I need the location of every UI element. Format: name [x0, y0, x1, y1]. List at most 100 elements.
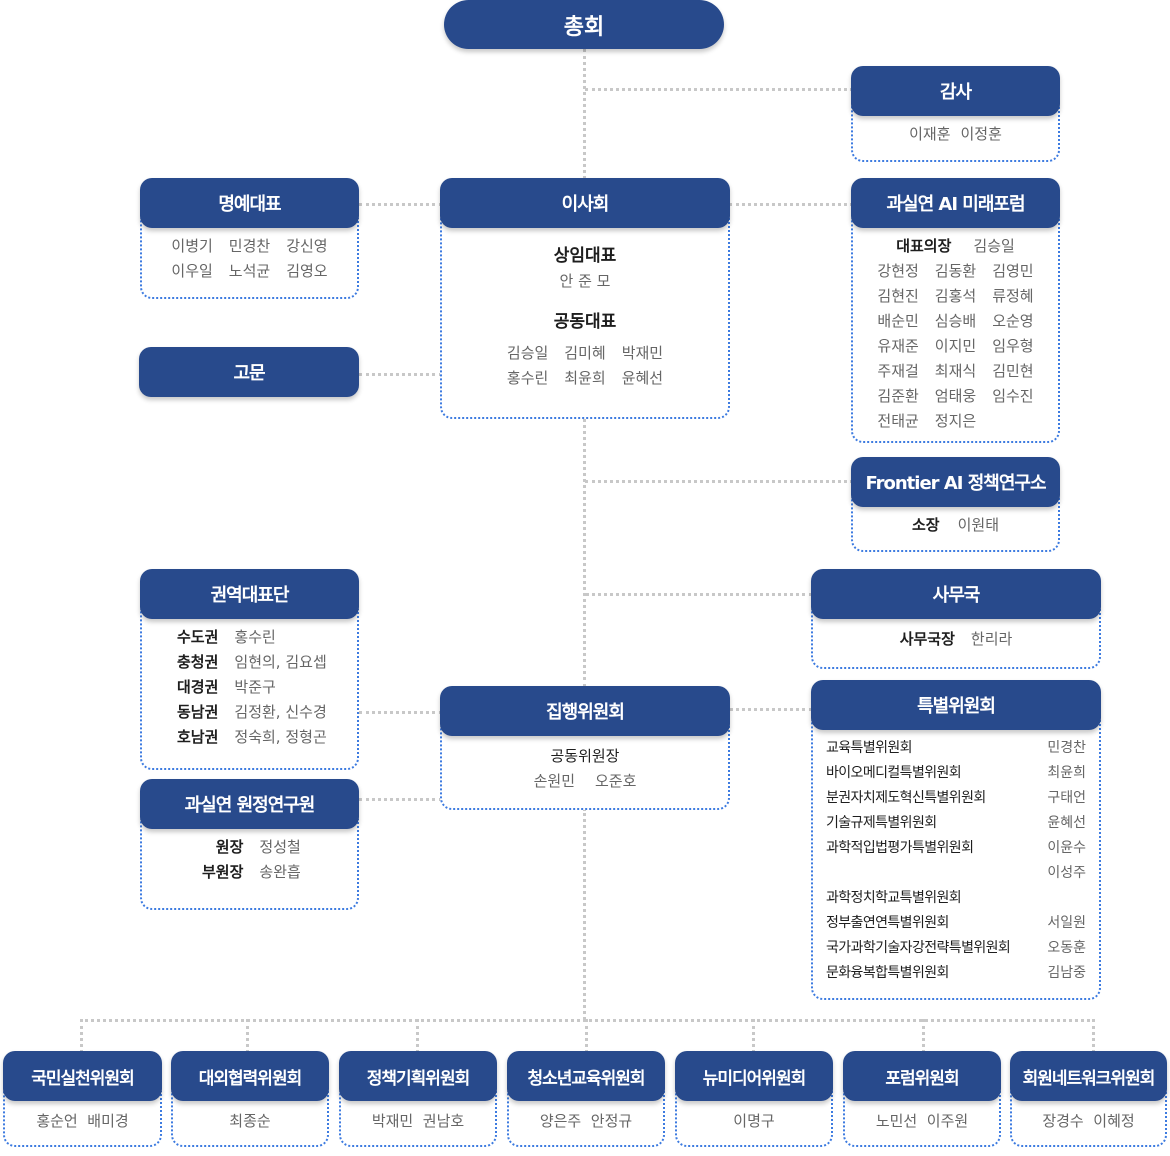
special-committee-chair: 이성주	[1047, 865, 1086, 881]
audit-title: 감사	[851, 66, 1060, 116]
region-label: 충청권	[177, 653, 219, 671]
connector-main	[583, 418, 586, 688]
forum-member: 류정혜	[992, 287, 1034, 305]
committee-title: 정책기획위원회	[339, 1051, 497, 1101]
committee-box: 박재민 권남호 정책기획위원회	[339, 1051, 497, 1147]
joint-rep-member: 홍수린	[506, 369, 549, 387]
special-committee-chair: 윤혜선	[1047, 815, 1086, 831]
committee-box: 홍순언 배미경 국민실천위원회	[3, 1051, 162, 1147]
connector-frontier	[585, 480, 853, 483]
forum-member: 주재걸	[877, 362, 919, 380]
forum-member: 배순민	[877, 312, 919, 330]
connector-audit	[585, 88, 853, 91]
connector-committee-3	[416, 1019, 419, 1053]
connector-committee-2	[246, 1019, 249, 1053]
forum-member: 엄태웅	[934, 387, 977, 405]
joint-rep-member: 최윤희	[564, 369, 606, 387]
forum-member: 심승배	[934, 312, 977, 330]
forum-member: 오순영	[992, 312, 1034, 330]
connector-institute	[359, 798, 442, 801]
honorary-member: 이우일	[171, 262, 213, 280]
committee-title: 국민실천위원회	[3, 1051, 162, 1101]
forum-member: 전태균	[877, 412, 919, 430]
special-committee-name: 과학정치학교특별위원회	[826, 890, 962, 906]
frontier-box: 소장 이원태 Frontier AI 정책연구소	[851, 457, 1060, 552]
secretariat-box: 사무국장 한리라 사무국	[811, 569, 1101, 669]
frontier-title: Frontier AI 정책연구소	[851, 457, 1060, 507]
special-committee-chair: 김남중	[1047, 965, 1086, 981]
special-committee-name: 국가과학기술자강전략특별위원회	[826, 940, 1011, 956]
region-label: 대경권	[177, 678, 219, 696]
forum-title: 과실연 AI 미래포럼	[851, 178, 1060, 228]
special-committee-name: 바이오메디컬특별위원회	[826, 765, 962, 781]
honorary-title: 명예대표	[140, 178, 359, 228]
secretariat-head-label: 사무국장	[899, 630, 955, 648]
joint-rep-member: 윤혜선	[621, 369, 664, 387]
connector-main-top	[583, 49, 586, 179]
special-committee-chair: 오동훈	[1047, 940, 1086, 956]
institute-box: 원장 정성철 부원장 송완흡 과실연 원정연구원	[140, 779, 359, 910]
standing-rep-label: 상임대표	[553, 246, 617, 266]
committee-box: 최종순 대외협력위원회	[171, 1051, 329, 1147]
joint-rep-members: 김승일 김미혜 박재민 홍수린 최윤희 윤혜선	[442, 341, 728, 391]
committee-box: 장경수 이혜정 회원네트워크위원회	[1010, 1051, 1167, 1147]
executive-chair-label: 공동위원장	[550, 747, 620, 765]
region-names: 김정환, 신수경	[234, 703, 327, 721]
region-names: 홍수린	[234, 628, 276, 646]
institute-list: 원장 정성철 부원장 송완흡	[142, 835, 357, 885]
forum-member: 정지은	[934, 412, 977, 430]
forum-member: 김동환	[934, 262, 977, 280]
committee-box: 양은주 안정규 청소년교육위원회	[507, 1051, 665, 1147]
region-label: 동남권	[177, 703, 219, 721]
special-committee-name: 분권자치제도혁신특별위원회	[826, 790, 986, 806]
committee-title: 뉴미디어위원회	[675, 1051, 833, 1101]
audit-box: 이재훈 이정훈 감사	[851, 66, 1060, 162]
connector-committee-1	[80, 1019, 83, 1053]
forum-member: 김현진	[877, 287, 919, 305]
joint-rep-member: 김승일	[506, 344, 549, 362]
special-committee-chair: 이윤수	[1047, 840, 1086, 856]
regional-title: 권역대표단	[140, 569, 359, 619]
special-title: 특별위원회	[811, 680, 1101, 730]
executive-chair-name: 오준호	[595, 772, 637, 790]
advisor-title: 고문	[139, 347, 359, 397]
honorary-member: 강신영	[286, 237, 328, 255]
secretariat-head-name: 한리라	[970, 630, 1013, 648]
committee-title: 청소년교육위원회	[507, 1051, 665, 1101]
forum-chair-name: 김승일	[973, 237, 1015, 255]
advisor-box: 고문	[139, 347, 359, 397]
joint-rep-label: 공동대표	[553, 312, 617, 332]
audit-member: 이정훈	[960, 125, 1002, 143]
special-committee-chair: 민경찬	[1047, 740, 1086, 756]
board-box: 상임대표 안 준 모 공동대표 김승일 김미혜 박재민 홍수린 최윤희 윤혜선 …	[440, 178, 730, 419]
region-names: 임현의, 김요셉	[234, 653, 327, 671]
institute-role: 부원장	[202, 863, 244, 881]
board-title: 이사회	[440, 178, 730, 228]
forum-member: 강현정	[877, 262, 919, 280]
connector-committee-4	[585, 1019, 588, 1053]
special-committee-name: 문화융복합특별위원회	[826, 965, 949, 981]
general-assembly-node: 총회	[444, 0, 724, 49]
committee-title: 포럼위원회	[843, 1051, 1001, 1101]
regional-list: 수도권 홍수린 충청권 임현의, 김요셉 대경권 박준구 동남권 김정환, 신수…	[142, 625, 357, 750]
honorary-member: 김영오	[286, 262, 328, 280]
connector-committee-7	[1092, 1019, 1095, 1053]
forum-member: 김준환	[877, 387, 919, 405]
joint-rep-member: 김미혜	[564, 344, 606, 362]
standing-rep-name: 안 준 모	[559, 272, 611, 290]
frontier-head-name: 이원태	[957, 516, 999, 534]
region-label: 수도권	[177, 628, 219, 646]
forum-member: 임우형	[992, 337, 1034, 355]
connector-honorary	[359, 203, 442, 206]
executive-title: 집행위원회	[440, 686, 730, 736]
forum-member: 김홍석	[934, 287, 977, 305]
forum-member: 김영민	[992, 262, 1034, 280]
region-label: 호남권	[177, 728, 219, 746]
institute-name: 정성철	[259, 838, 301, 856]
honorary-member: 노석균	[228, 262, 271, 280]
forum-members: 강현정 김동환 김영민 김현진 김홍석 류정혜 배순민 심승배 오순영 유재준 …	[853, 259, 1058, 434]
executive-chair-name: 손원민	[533, 772, 575, 790]
special-committee-chair: 최윤희	[1047, 765, 1086, 781]
special-committee-chair: 서일원	[1047, 915, 1086, 931]
